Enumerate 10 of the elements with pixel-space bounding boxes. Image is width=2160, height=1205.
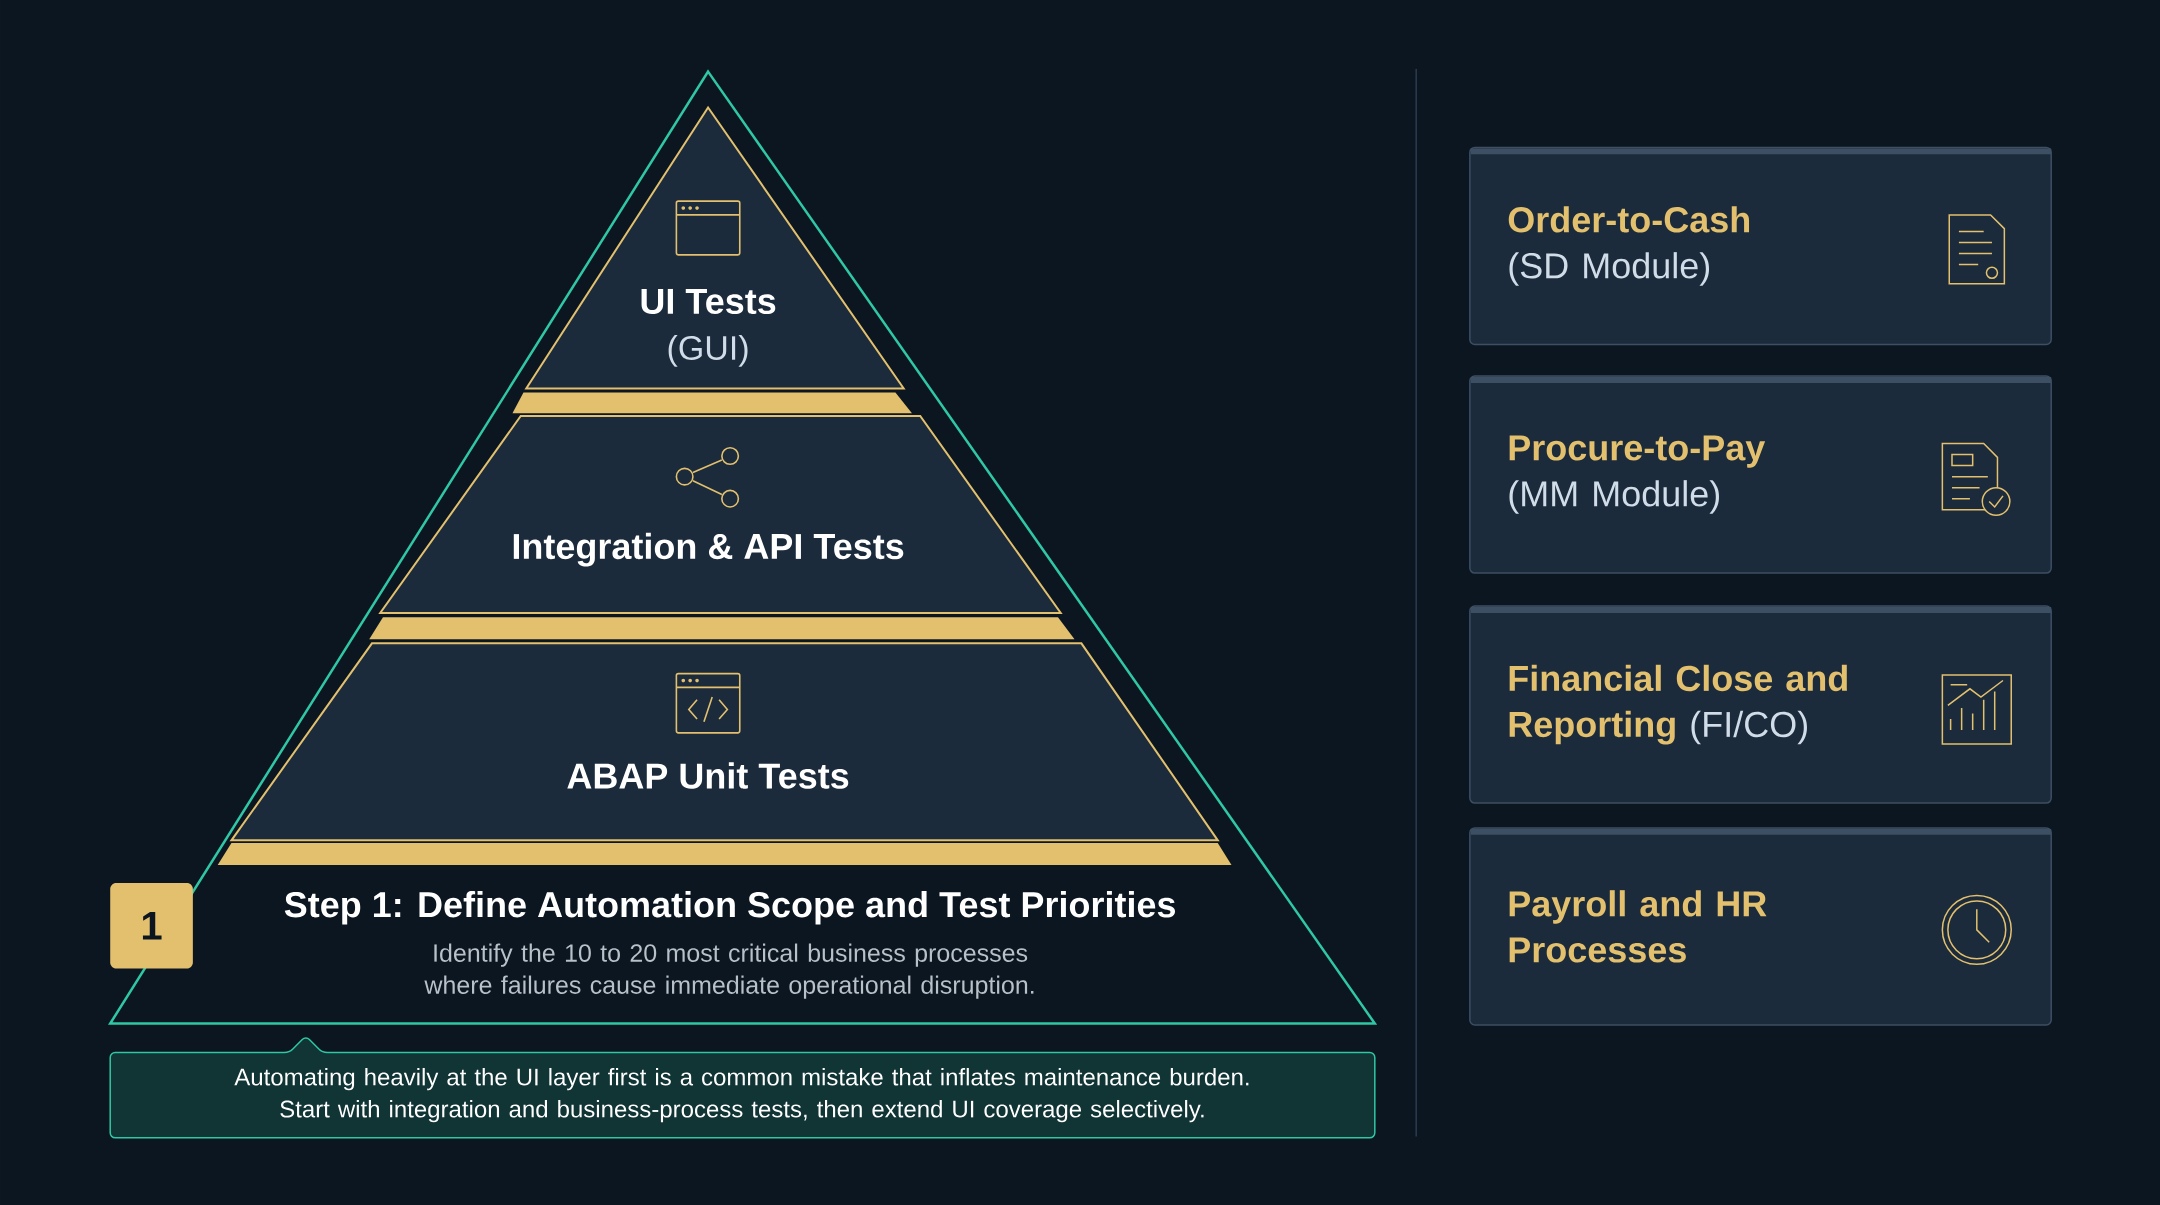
- pyramid-tier: ABAP Unit Tests: [217, 642, 1232, 865]
- process-card: Financial Close and Reporting (FI/CO): [1469, 605, 2052, 804]
- process-card: Procure-to-Pay (MM Module): [1469, 375, 2052, 574]
- process-card: Payroll and HR Processes: [1469, 827, 2052, 1026]
- pyramid-tier: Integration & API Tests: [369, 414, 1075, 639]
- step-badge: 1: [110, 882, 193, 969]
- step-description: Identify the 10 to 20 most critical business processes where failures cause immediate operational disruption.: [424, 943, 1034, 999]
- step-title: Step 1: Define Automation Scope and Test Priorities: [284, 890, 1175, 925]
- callout-box: Automating heavily at the UI layer first is a common mistake that inflates maintenance burden. Start with integration and business-process tests, then extend UI coverage selectively.: [109, 1037, 1376, 1139]
- process-card: Order-to-Cash (SD Module): [1469, 146, 2052, 345]
